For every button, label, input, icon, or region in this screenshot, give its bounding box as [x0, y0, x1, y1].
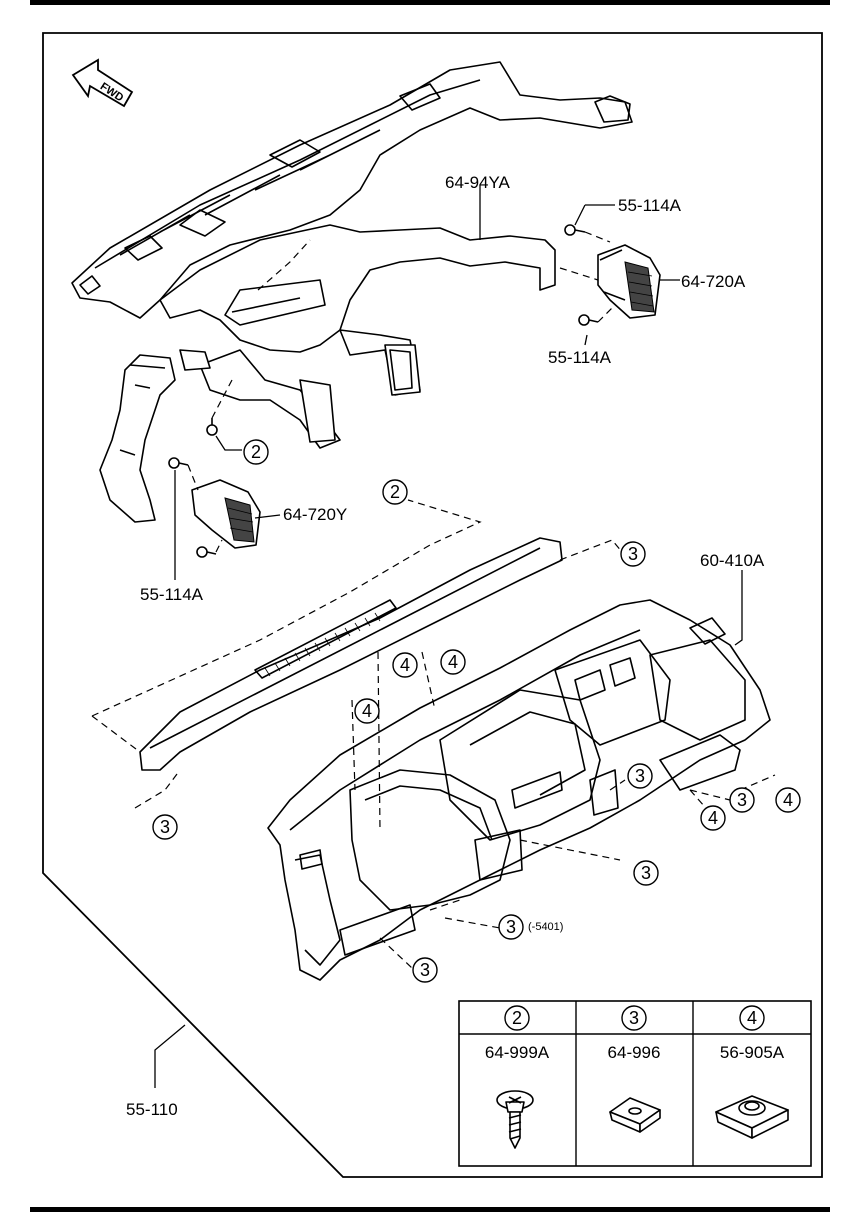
svg-text:4: 4 — [783, 790, 793, 810]
dash-reinforcement-part — [71, 61, 633, 319]
screw-icon — [564, 224, 586, 236]
callout-4-e: 4 — [700, 805, 726, 831]
vent-right-part — [597, 244, 661, 319]
callout-3-g: 3 — [412, 957, 438, 983]
leader-screw-upper — [574, 204, 615, 226]
callout-3-e: 3 — [633, 860, 659, 886]
callout-3-c: 3 — [729, 787, 755, 813]
svg-text:2: 2 — [251, 442, 261, 462]
svg-text:3: 3 — [641, 863, 651, 883]
svg-text:2: 2 — [390, 482, 400, 502]
svg-text:3: 3 — [420, 960, 430, 980]
fastener-legend-table: 2 3 4 64-999A 64-996 56-905A — [458, 1000, 812, 1167]
top-rule — [30, 0, 830, 5]
svg-text:4: 4 — [448, 652, 458, 672]
fwd-arrow-icon: FWD — [71, 58, 134, 108]
vent-left-part — [191, 479, 261, 549]
svg-text:3: 3 — [737, 790, 747, 810]
label-vent-left: 64-720Y — [283, 505, 347, 524]
leader-screw-lower — [584, 334, 588, 346]
label-screw-left: 55-114A — [140, 585, 204, 604]
screw-fastener-icon — [496, 1090, 534, 1149]
label-vent-right: 64-720A — [681, 272, 746, 291]
legend-part-2: 64-999A — [485, 1043, 550, 1062]
svg-text:4: 4 — [747, 1008, 757, 1028]
screw-icon — [578, 314, 599, 326]
label-screw-upper: 55-114A — [618, 196, 682, 215]
side-duct-left-part — [99, 349, 211, 523]
legend-header-3: 3 — [621, 1005, 647, 1031]
diagram-frame — [42, 32, 823, 1178]
label-assembly: 55-110 — [126, 1100, 178, 1119]
svg-text:3: 3 — [635, 766, 645, 786]
legend-part-4: 56-905A — [720, 1043, 785, 1062]
instrument-panel-part — [267, 599, 771, 981]
legend-header-2: 2 — [504, 1005, 530, 1031]
label-note-5401: (-5401) — [528, 921, 563, 933]
callout-3-d: 3 — [152, 814, 178, 840]
svg-text:4: 4 — [708, 808, 718, 828]
legend-part-3: 64-996 — [608, 1043, 661, 1062]
heater-duct-part — [159, 224, 556, 449]
svg-text:3: 3 — [506, 917, 516, 937]
callout-2-a: 2 — [243, 439, 269, 465]
screw-icon — [196, 546, 217, 558]
leader-dashboard — [734, 570, 743, 646]
legend-header-4: 4 — [739, 1005, 765, 1031]
callout-3-a: 3 — [620, 541, 646, 567]
svg-text:2: 2 — [512, 1008, 522, 1028]
leader-vent-left — [254, 514, 281, 519]
label-screw-upper-lower: 55-114A — [548, 348, 612, 367]
spring-nut-icon — [715, 1095, 789, 1139]
svg-text:3: 3 — [628, 544, 638, 564]
screw-icon — [206, 418, 218, 436]
svg-text:3: 3 — [629, 1008, 639, 1028]
bottom-rule — [30, 1207, 830, 1212]
label-duct-main: 64-94YA — [445, 173, 511, 192]
svg-text:4: 4 — [400, 655, 410, 675]
leader-assembly — [154, 1024, 186, 1088]
callout-2-b: 2 — [382, 479, 408, 505]
clip-nut-icon — [609, 1097, 661, 1133]
leader-c2 — [215, 435, 242, 451]
screw-icon — [168, 457, 189, 469]
defroster-cover-part — [139, 537, 563, 771]
svg-text:4: 4 — [362, 701, 372, 721]
callout-4-c: 4 — [354, 698, 380, 724]
label-dashboard: 60-410A — [700, 551, 765, 570]
callout-4-b: 4 — [440, 649, 466, 675]
svg-text:3: 3 — [160, 817, 170, 837]
screw-icons — [168, 224, 599, 558]
callout-4-d: 4 — [775, 787, 801, 813]
callout-3-b: 3 — [627, 763, 653, 789]
callout-4-a: 4 — [392, 652, 418, 678]
callout-3-f: 3 — [498, 914, 524, 940]
